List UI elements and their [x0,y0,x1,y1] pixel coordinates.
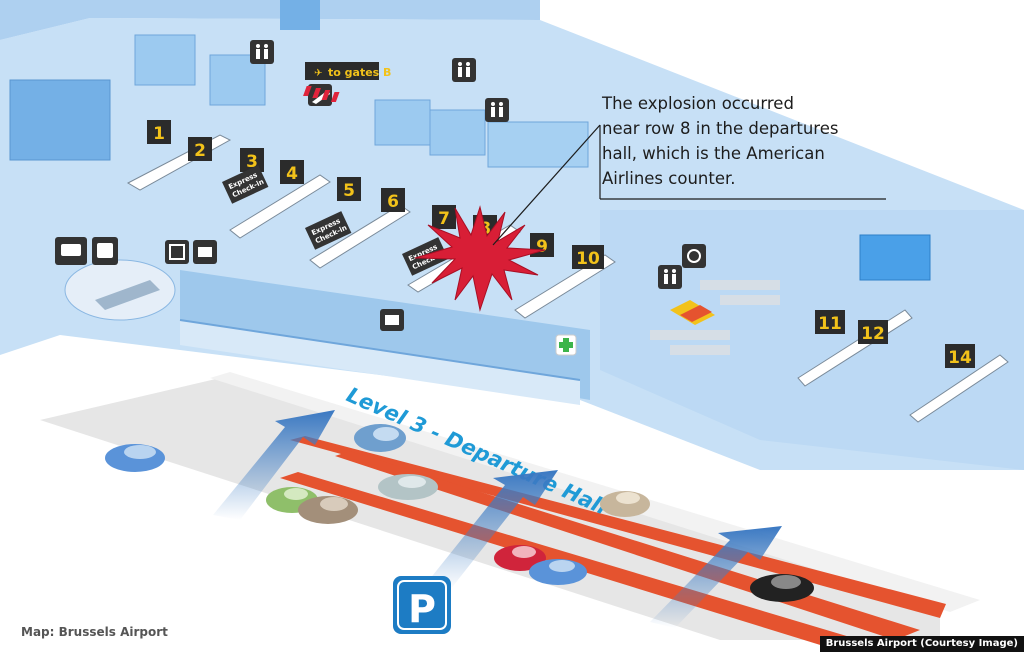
terminal-floor [0,0,1024,470]
counter-4-badge [280,160,304,184]
explosion-callout: The explosion occurred near row 8 in the… [602,91,884,191]
car [298,496,358,524]
accessibility-icon [682,244,706,268]
counter-3-badge [240,148,264,172]
facility-icons: ✈ to gates B [55,40,706,356]
explosion-marker-icon [414,205,546,312]
departures-plane-icon: ✈ [314,68,322,79]
car [494,545,546,571]
counter-4-label: 4 [286,164,298,184]
info-booth [859,234,931,281]
direction-arrows [213,410,782,628]
counter-6-label: 6 [387,192,399,212]
car [105,444,165,472]
car [600,491,650,517]
counter-7-label: 7 [438,209,450,229]
callout-leader-line [492,124,601,246]
counter-14-badge [945,344,975,368]
lane-stripe [290,436,946,618]
counter-12-badge [858,320,888,344]
car [750,574,814,602]
elevator-icon [165,240,189,264]
counter-6-badge [381,188,405,212]
counter-9-label: 9 [536,237,548,257]
counter-11-label: 11 [818,314,842,334]
callout-line-3: hall, which is the American [602,144,825,163]
restroom-icon [485,98,509,122]
gates-b-label: to gates B [328,66,391,79]
callout-line-1: The explosion occurred [602,94,794,113]
counter-10-badge [572,245,604,269]
counter-1-label: 1 [153,124,165,144]
counter-11-badge [815,310,845,334]
gate-arrow-dashes [303,86,340,102]
car [529,559,587,585]
parking-icon [393,576,451,634]
cars [105,424,814,602]
counter-3-label: 3 [246,152,258,172]
restroom-icon [250,40,274,64]
counter-7-badge [432,205,456,229]
restroom-icon [658,265,682,289]
callout-line-4: Airlines counter. [602,169,736,188]
counter-2-label: 2 [194,141,206,161]
image-credit: Brussels Airport (Courtesy Image) [819,636,1024,652]
counter-5-badge [337,177,361,201]
map-caption: Map: Brussels Airport [21,625,168,639]
parking-sign-label: P [408,587,436,631]
counter-10-label: 10 [576,249,600,269]
car [378,474,438,500]
counter-2-badge [188,137,212,161]
callout-line-2: near row 8 in the departures [602,119,839,138]
car [354,424,406,452]
seating-area [650,280,780,355]
counter-12-label: 12 [861,324,885,344]
restroom-icon [452,58,476,82]
counter-14-label: 14 [948,348,972,368]
gates-b-sign [305,62,379,80]
counter-1-badge [147,120,171,144]
lane-stripe [280,472,860,648]
counter-5-label: 5 [343,181,355,201]
